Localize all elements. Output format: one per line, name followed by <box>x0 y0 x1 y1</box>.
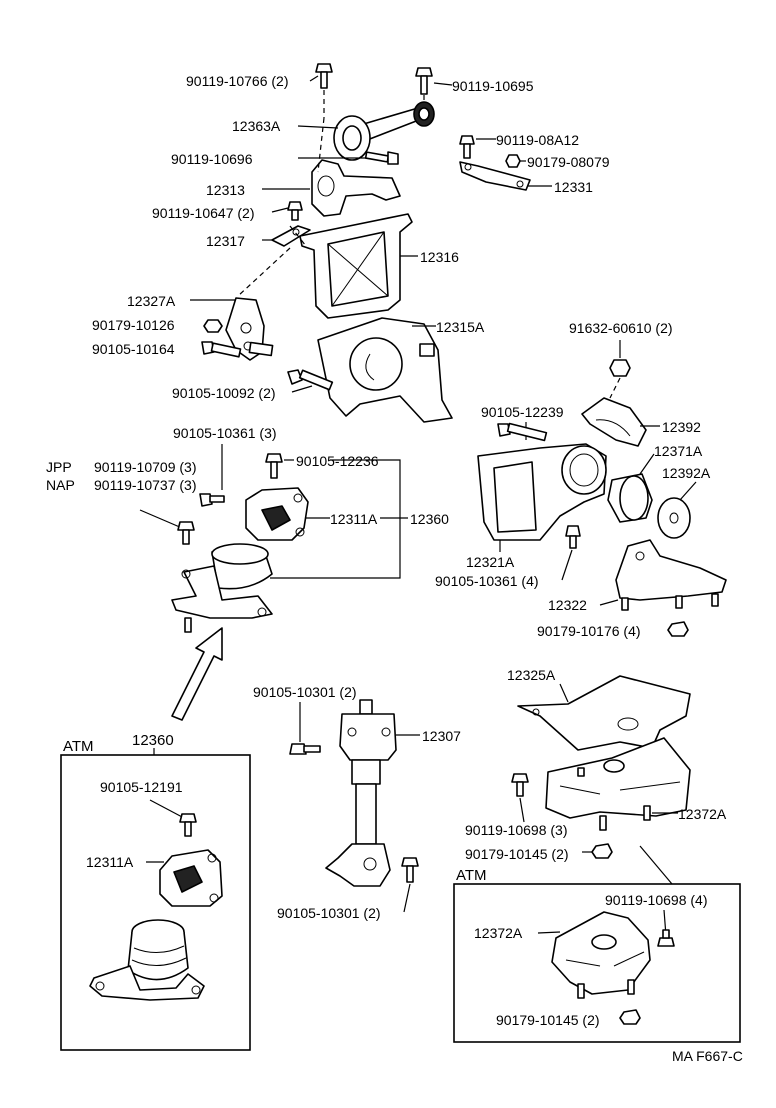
label-90105-12191: 90105-12191 <box>100 779 183 795</box>
label-90179-08079: 90179-08079 <box>527 154 610 170</box>
label-12317: 12317 <box>206 233 245 249</box>
label-12371A: 12371A <box>654 443 703 459</box>
label-90119-10698-4: 90119-10698 (4) <box>605 892 707 908</box>
nut-90179-10145-icon <box>591 843 613 859</box>
damper-12307-icon <box>325 699 397 887</box>
label-12322: 12322 <box>548 597 587 613</box>
bolt-90119-10647-icon <box>287 201 303 221</box>
washer-12392A-icon <box>657 497 691 539</box>
bolt-90119-10696-icon <box>364 151 399 165</box>
bracket-12313-icon <box>311 117 401 217</box>
label-12325A: 12325A <box>507 667 556 683</box>
nut-91632-60610-icon <box>609 359 631 377</box>
bolt-90119-10709-icon <box>177 521 195 545</box>
mount-12372A-atm-icon <box>551 911 651 999</box>
label-12392A: 12392A <box>662 465 711 481</box>
cushion-12371A-icon <box>607 473 653 523</box>
label-12372A: 12372A <box>678 806 727 822</box>
label-12315A: 12315A <box>436 319 485 335</box>
atm-box-right <box>453 883 741 1043</box>
nut-90179-10126-icon <box>203 319 223 333</box>
nut-90179-10145-atm-icon <box>619 1009 641 1025</box>
bracket-12325A-icon <box>517 675 691 751</box>
bolt-90119-10766-icon <box>315 63 333 118</box>
label-90105-10092: 90105-10092 (2) <box>172 385 276 401</box>
bolt-90105-10361-4-icon <box>565 525 581 549</box>
bolt-90119-10698-atm-icon <box>657 929 675 947</box>
arrow-up-icon <box>171 627 223 721</box>
nut-90179-08079-icon <box>505 154 521 168</box>
bracket-12315A-icon <box>317 317 453 423</box>
label-atm-left: ATM <box>63 738 94 755</box>
bolt-90105-10301-bot-icon <box>401 857 419 883</box>
bolt-90105-10092-icon <box>287 369 334 391</box>
label-90105-10361-4: 90105-10361 (4) <box>435 573 539 589</box>
label-12363A: 12363A <box>232 118 281 134</box>
label-12331: 12331 <box>554 179 593 195</box>
label-91632-60610: 91632-60610 (2) <box>569 320 673 336</box>
label-12372A-atm: 12372A <box>474 925 523 941</box>
label-90119-10698-3: 90119-10698 (3) <box>465 822 567 838</box>
bracket-12321A-icon <box>477 443 607 541</box>
bolt-90105-10301-top-icon <box>289 743 321 755</box>
label-12311A-atm: 12311A <box>86 854 134 870</box>
insulator-12360-icon <box>171 543 273 633</box>
bolt-90119-08A12-icon <box>459 135 475 159</box>
label-12316: 12316 <box>420 249 459 265</box>
bolt-90119-10695-icon <box>415 67 433 102</box>
bracket-12331-icon <box>459 161 531 191</box>
label-nap: NAP <box>46 477 75 493</box>
label-90119-10766: 90119-10766 (2) <box>186 73 288 89</box>
bolt-90105-12236-icon <box>265 453 283 479</box>
bolt-90105-12239-icon <box>497 422 548 442</box>
label-12321A: 12321A <box>466 554 515 570</box>
diagram-reference-code: MA F667-C <box>672 1048 743 1064</box>
atm-box-left <box>60 754 251 1051</box>
bracket-12311A-icon <box>245 487 309 541</box>
label-12392: 12392 <box>662 419 701 435</box>
label-12311A: 12311A <box>330 511 378 527</box>
label-12360-atm: 12360 <box>132 732 174 749</box>
mount-12372A-icon <box>545 737 691 831</box>
label-12360: 12360 <box>410 511 449 527</box>
bolt-90105-12191-icon <box>179 813 197 837</box>
frame-12316-icon <box>289 213 413 319</box>
label-12307: 12307 <box>422 728 461 744</box>
label-90119-10737: 90119-10737 (3) <box>94 477 196 493</box>
plate-12317-icon <box>271 225 311 247</box>
cover-12392-icon <box>581 397 647 447</box>
bracket-12327A-icon <box>225 247 291 361</box>
label-90119-10695: 90119-10695 <box>452 78 534 94</box>
label-90179-10126: 90179-10126 <box>92 317 175 333</box>
label-90105-10164: 90105-10164 <box>92 341 175 357</box>
label-90119-10647: 90119-10647 (2) <box>152 205 254 221</box>
label-90105-12236: 90105-12236 <box>296 453 379 469</box>
torque-rod-12363A-icon <box>333 101 435 161</box>
label-90119-10696: 90119-10696 <box>171 151 253 167</box>
label-90179-10145: 90179-10145 (2) <box>465 846 569 862</box>
bolt-90105-10164-icon <box>201 341 242 358</box>
bolt-90119-10698-icon <box>511 773 529 797</box>
label-90105-10301-top: 90105-10301 (2) <box>253 684 357 700</box>
label-jpp: JPP <box>46 459 72 475</box>
label-90105-12239: 90105-12239 <box>481 404 564 420</box>
label-90105-10301-bot: 90105-10301 (2) <box>277 905 381 921</box>
label-90119-08A12: 90119-08A12 <box>496 132 579 148</box>
bolt-90105-10361-icon <box>199 493 225 507</box>
bracket-12311A-atm-icon <box>159 849 223 907</box>
label-90119-10709: 90119-10709 (3) <box>94 459 196 475</box>
label-90179-10176: 90179-10176 (4) <box>537 623 641 639</box>
label-12327A: 12327A <box>127 293 176 309</box>
label-atm-right: ATM <box>456 867 487 884</box>
bracket-12322-icon <box>615 539 727 611</box>
label-90179-10145-atm: 90179-10145 (2) <box>496 1012 600 1028</box>
insulator-12360-atm-icon <box>89 919 205 1001</box>
label-90105-10361: 90105-10361 (3) <box>173 425 277 441</box>
nut-90179-10176-icon <box>667 621 689 637</box>
label-12313: 12313 <box>206 182 245 198</box>
